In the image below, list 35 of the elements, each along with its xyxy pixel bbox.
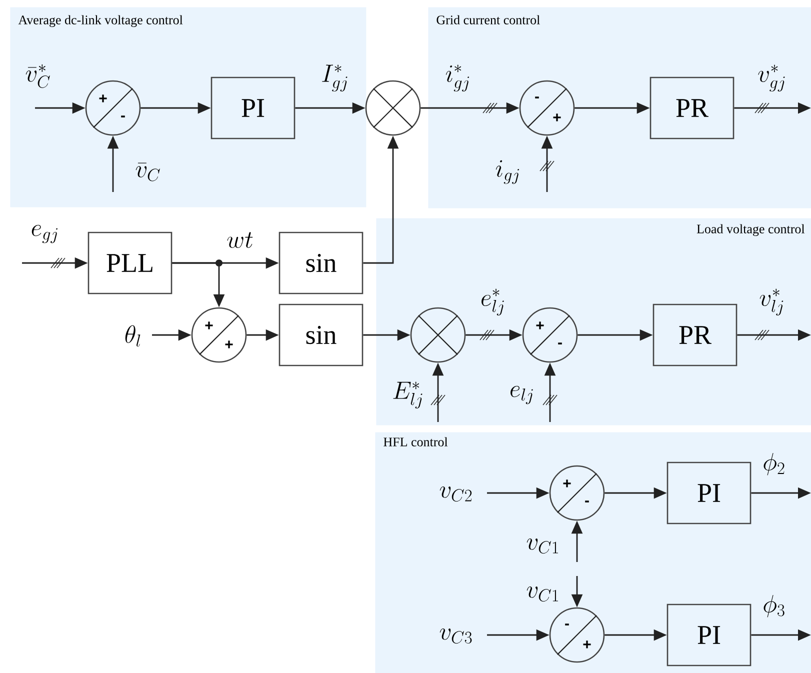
signal-label: $v_{gj}^*$: [758, 64, 785, 92]
transfer-block: PI: [666, 462, 752, 524]
transfer-block: PLL: [88, 232, 172, 294]
transfer-block: PI: [666, 604, 752, 666]
signal-label: $e_{lj}^*$: [482, 288, 504, 316]
summing-junction: - +: [519, 80, 575, 136]
summing-junction: + -: [549, 465, 605, 521]
signal-label: $i_{gj}$: [496, 160, 520, 184]
transfer-block: sin: [278, 232, 364, 294]
signal-label: $\theta_l$: [125, 325, 140, 347]
signal-label: $\phi_2$: [764, 452, 784, 476]
signal-label: $v_{C1}$: [526, 586, 558, 602]
signal-label: $wt$: [227, 232, 253, 248]
signal-label: $\bar{v}_C$: [136, 162, 160, 182]
summing-junction: + -: [522, 307, 578, 363]
signal-label: $e_{gj}$: [32, 224, 58, 244]
multiplier-circle: [365, 80, 421, 136]
signal-label: $v_{lj}^*$: [760, 288, 784, 316]
signal-label: $v_{C1}$: [526, 538, 558, 554]
summing-junction: + +: [191, 307, 247, 363]
summing-junction: + -: [85, 80, 141, 136]
signal-label: $I_{gj}^*$: [322, 64, 348, 92]
signal-label: $\phi_3$: [764, 594, 784, 618]
multiplier-circle: [410, 307, 466, 363]
signal-label: $\bar{v}_C^*$: [26, 64, 50, 88]
transfer-block: PI: [210, 76, 296, 140]
signal-label: $e_{lj}$: [510, 386, 533, 404]
signal-label: $v_{C3}$: [440, 628, 472, 644]
transfer-block: sin: [278, 304, 364, 366]
summing-junction: - +: [549, 607, 605, 663]
transfer-block: PR: [650, 76, 734, 140]
signal-label: $E_{lj}^*$: [393, 382, 422, 408]
transfer-block: PR: [652, 304, 738, 366]
signal-label: $v_{C2}$: [440, 486, 472, 502]
signal-label: $i_{gj}^*$: [446, 64, 470, 92]
